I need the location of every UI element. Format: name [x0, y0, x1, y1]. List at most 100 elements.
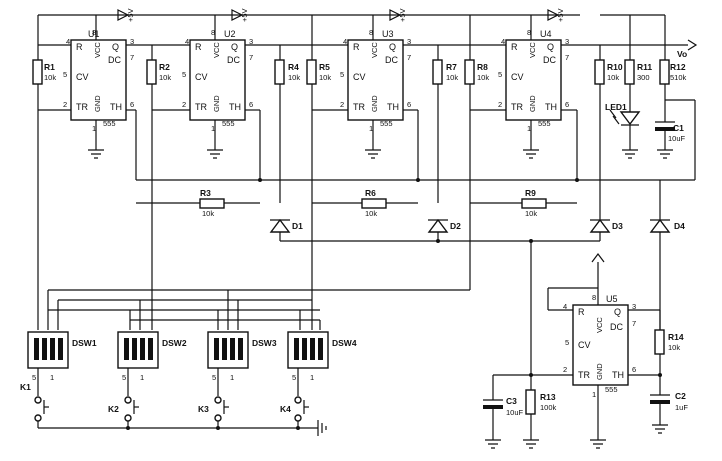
dsw2-pin-1: 1 — [140, 373, 144, 382]
u3-pinnum-3: 3 — [407, 37, 411, 46]
u4-pinnum-7: 7 — [565, 53, 569, 62]
r7-value: 10k — [446, 73, 458, 82]
dsw2-ref: DSW2 — [162, 338, 187, 348]
resistor-r2: R2 10k — [146, 59, 171, 110]
u2-pin-cv: CV — [195, 72, 208, 82]
diode-bus — [280, 239, 600, 375]
u4-pinnum-1: 1 — [527, 124, 531, 133]
output-stage: Vo R10 10k R11 300 R12 510k LED1 C1 10uF — [594, 14, 698, 203]
u1-pin-q: Q — [112, 42, 119, 52]
c1-ref: C1 — [673, 123, 684, 133]
r10-value: 10k — [607, 73, 619, 82]
r6-ref: R6 — [365, 188, 376, 198]
u2-pin-tr: TR — [195, 102, 207, 112]
resistor-r9: R9 10k — [470, 188, 577, 218]
u3-pin-q: Q — [389, 42, 396, 52]
u5-pinnum-2: 2 — [563, 365, 567, 374]
d2-ref: D2 — [450, 221, 461, 231]
vcc-label-2: +5V — [240, 8, 249, 22]
r9-value: 10k — [525, 209, 537, 218]
k2-ref: K2 — [108, 404, 119, 414]
r8-ref: R8 — [477, 62, 488, 72]
u4-pinnum-6: 6 — [565, 100, 569, 109]
dsw2-pin-5: 5 — [122, 373, 126, 382]
u5-pin-dc: DC — [610, 322, 623, 332]
r2-ref: R2 — [159, 62, 170, 72]
u3-pinnum-7: 7 — [407, 53, 411, 62]
timer-u3: U3 R VCC Q DC CV TR GND TH 555 4 8 3 7 5… — [311, 15, 470, 180]
output-label: Vo — [677, 49, 687, 59]
u4-pin-gnd: GND — [528, 95, 537, 112]
r3-ref: R3 — [200, 188, 211, 198]
dsw1-ref: DSW1 — [72, 338, 97, 348]
c2-ref: C2 — [675, 391, 686, 401]
u3-pin-cv: CV — [353, 72, 366, 82]
key-k1[interactable]: K1 — [20, 368, 49, 428]
u4-pin-tr: TR — [511, 102, 523, 112]
u2-pinnum-4: 4 — [185, 37, 189, 46]
key-k3[interactable]: K3 — [198, 368, 229, 428]
u4-pinnum-3: 3 — [565, 37, 569, 46]
u4-pin-vcc: VCC — [528, 42, 537, 58]
dip-switch-dsw1[interactable]: DSW1 5 1 — [27, 331, 97, 382]
u3-part: 555 — [380, 119, 393, 128]
r3-value: 10k — [202, 209, 214, 218]
u1-pin-dc: DC — [108, 55, 121, 65]
d1-ref: D1 — [292, 221, 303, 231]
vcc-label-4: +5V — [556, 8, 565, 22]
capacitor-c2: C2 1uF — [650, 391, 688, 434]
r4-ref: R4 — [288, 62, 299, 72]
u1-pinnum-7: 7 — [130, 53, 134, 62]
c1-value: 10uF — [668, 134, 686, 143]
u5-pinnum-8: 8 — [592, 293, 596, 302]
u5-pinnum-6: 6 — [632, 365, 636, 374]
key-k2[interactable]: K2 — [108, 368, 139, 428]
dsw1-pin-5: 5 — [32, 373, 36, 382]
u3-pin-vcc: VCC — [370, 42, 379, 58]
u2-pinnum-1: 1 — [211, 124, 215, 133]
u4-pin-dc: DC — [543, 55, 556, 65]
u5-pin-th: TH — [612, 370, 624, 380]
diode-d3: D3 — [589, 203, 623, 241]
c2-value: 1uF — [675, 403, 688, 412]
r11-value: 300 — [637, 73, 650, 82]
u1-pinnum-4: 4 — [66, 37, 70, 46]
timer-u1: U1 R VCC Q DC CV TR GND TH 555 4 8 3 7 5… — [37, 15, 152, 180]
u4-pinnum-8: 8 — [527, 28, 531, 37]
r10-ref: R10 — [607, 62, 623, 72]
u3-pinnum-8: 8 — [369, 28, 373, 37]
u2-pinnum-7: 7 — [249, 53, 253, 62]
resistor-r8: R8 10k — [464, 59, 489, 110]
dip-switch-dsw4[interactable]: DSW4 5 1 — [287, 331, 357, 382]
r11-ref: R11 — [637, 62, 652, 72]
resistor-r14: R14 10k — [654, 310, 684, 395]
u2-pinnum-6: 6 — [249, 100, 253, 109]
u1-pinnum-3: 3 — [130, 37, 134, 46]
u2-ref: U2 — [224, 29, 236, 39]
k4-ref: K4 — [280, 404, 291, 414]
d4-ref: D4 — [674, 221, 685, 231]
u5-part: 555 — [605, 385, 618, 394]
u1-part: 555 — [103, 119, 116, 128]
r13-ref: R13 — [540, 392, 556, 402]
u2-pin-r: R — [195, 42, 202, 52]
r13-value: 100k — [540, 403, 557, 412]
r9-ref: R9 — [525, 188, 536, 198]
u5-pinnum-4: 4 — [563, 302, 567, 311]
u1-pinnum-2: 2 — [63, 100, 67, 109]
u5-pin-tr: TR — [578, 370, 590, 380]
common-bus — [136, 178, 695, 182]
u3-pinnum-1: 1 — [369, 124, 373, 133]
dip-switch-dsw3[interactable]: DSW3 5 1 — [207, 331, 277, 382]
u1-pin-cv: CV — [76, 72, 89, 82]
vcc-rail: +5V +5V +5V +5V — [38, 8, 580, 22]
u1-pin-gnd: GND — [93, 95, 102, 112]
dsw1-pin-1: 1 — [50, 373, 54, 382]
r4-value: 10k — [288, 73, 300, 82]
u4-pinnum-5: 5 — [498, 70, 502, 79]
dip-switch-dsw2[interactable]: DSW2 5 1 — [117, 331, 187, 382]
u5-pin-cv: CV — [578, 340, 591, 350]
u4-pinnum-4: 4 — [501, 37, 505, 46]
u4-part: 555 — [538, 119, 551, 128]
